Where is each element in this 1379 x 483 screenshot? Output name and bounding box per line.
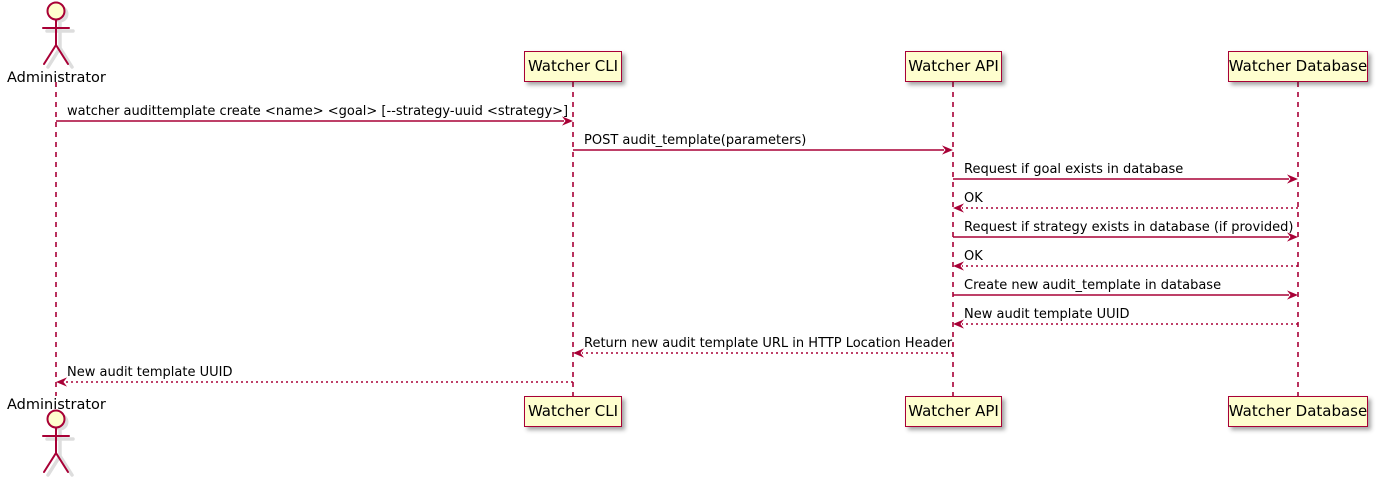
message-arrowhead-6: [953, 261, 964, 271]
message-label-2: POST audit_template(parameters): [584, 133, 807, 148]
message-label-4: OK: [964, 191, 983, 206]
message-4: [953, 203, 1298, 213]
message-6: [953, 261, 1298, 271]
message-9: [573, 348, 953, 358]
message-label-5: Request if strategy exists in database (…: [964, 220, 1294, 235]
message-1: [56, 116, 573, 126]
message-10: [56, 377, 573, 387]
participant-box-watcher-api-top[interactable]: Watcher API: [905, 51, 1002, 82]
message-label-8: New audit template UUID: [964, 307, 1130, 322]
participant-box-watcher-database-bottom[interactable]: Watcher Database: [1228, 396, 1368, 427]
message-arrowhead-3: [1287, 174, 1298, 184]
message-label-10: New audit template UUID: [67, 365, 233, 380]
message-arrowhead-9: [573, 348, 584, 358]
message-arrowhead-8: [953, 319, 964, 329]
message-label-7: Create new audit_template in database: [964, 278, 1222, 293]
message-8: [953, 319, 1298, 329]
message-arrowhead-5: [1287, 232, 1298, 242]
participant-box-watcher-database-top[interactable]: Watcher Database: [1228, 51, 1368, 82]
message-5: [953, 232, 1298, 242]
actor-figure-administrator-top: [42, 1, 75, 69]
message-arrowhead-4: [953, 203, 964, 213]
participant-box-watcher-cli-top[interactable]: Watcher CLI: [524, 51, 622, 82]
participant-box-watcher-cli-bottom[interactable]: Watcher CLI: [524, 396, 622, 427]
message-arrowhead-1: [562, 116, 573, 126]
message-arrowhead-10: [56, 377, 67, 387]
actor-label-administrator-bottom: Administrator: [7, 397, 106, 413]
actor-figure-administrator-bottom: [42, 409, 75, 477]
message-arrowhead-7: [1287, 290, 1298, 300]
actor-label-administrator-top: Administrator: [7, 70, 106, 86]
message-arrowhead-2: [942, 145, 953, 155]
message-label-9: Return new audit template URL in HTTP Lo…: [584, 336, 953, 351]
message-2: [573, 145, 953, 155]
message-3: [953, 174, 1298, 184]
message-label-1: watcher audittemplate create <name> <goa…: [67, 104, 569, 119]
message-7: [953, 290, 1298, 300]
participant-box-watcher-api-bottom[interactable]: Watcher API: [905, 396, 1002, 427]
message-label-3: Request if goal exists in database: [964, 162, 1184, 177]
message-label-6: OK: [964, 249, 983, 264]
